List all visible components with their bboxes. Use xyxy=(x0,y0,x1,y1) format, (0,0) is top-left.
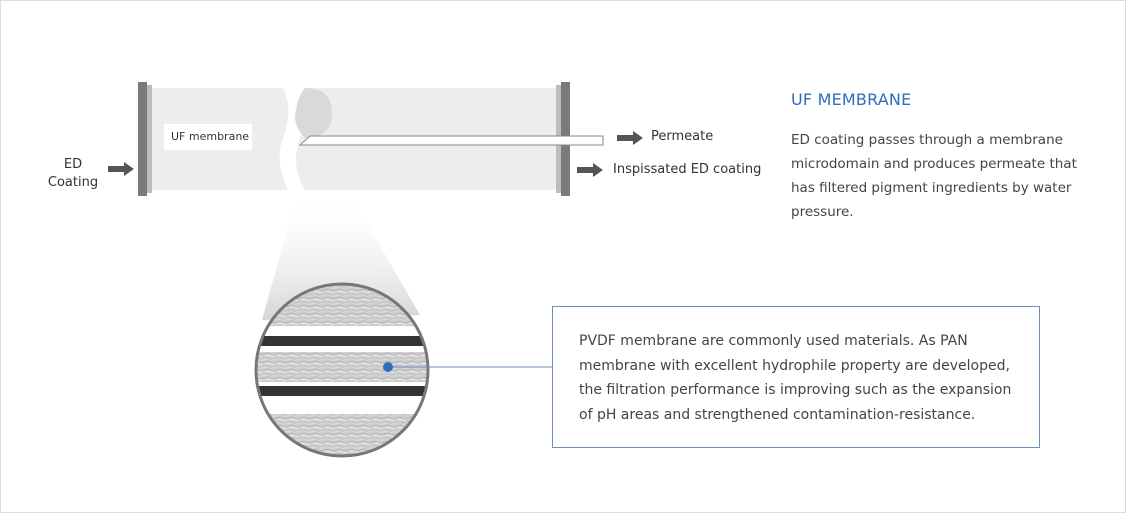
section-description: ED coating passes through a membrane mic… xyxy=(791,132,1077,220)
output-arrow-icon xyxy=(577,163,603,177)
cylinder-cut-face xyxy=(295,88,332,138)
permeate-arrow-icon xyxy=(617,131,643,145)
left-flange-lip xyxy=(147,85,152,193)
output-label: Inspissated ED coating xyxy=(613,162,762,177)
section-title: UF MEMBRANE xyxy=(791,90,912,109)
magnifier-cone xyxy=(262,190,420,320)
input-label: ED Coating xyxy=(40,156,106,192)
detail-text: PVDF membrane are commonly used material… xyxy=(579,333,1012,423)
detail-box: PVDF membrane are commonly used material… xyxy=(552,306,1040,448)
membrane-label: UF membrane xyxy=(164,124,252,150)
pointer-dot xyxy=(383,362,393,372)
input-label-line1: ED xyxy=(63,157,83,172)
magnifier-circle xyxy=(254,282,430,458)
permeate-tube xyxy=(298,135,604,146)
permeate-label: Permeate xyxy=(651,129,714,144)
left-flange xyxy=(138,82,147,196)
input-arrow-icon xyxy=(108,162,134,176)
input-label-line2: Coating xyxy=(47,175,99,190)
